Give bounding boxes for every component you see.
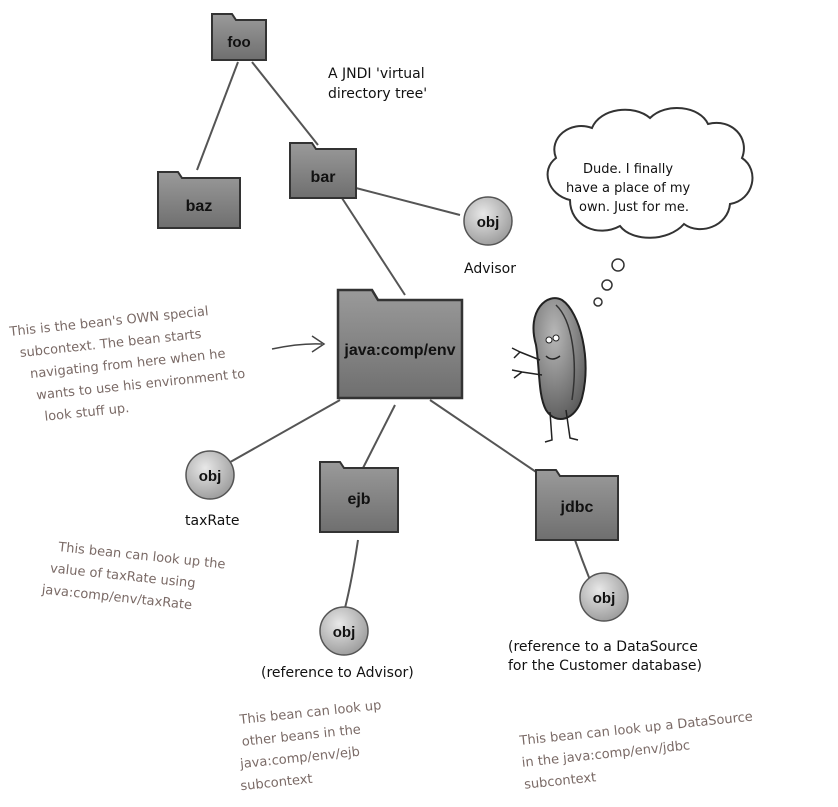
ejb-note-line1: This bean can look up [238, 698, 382, 728]
bean-body-icon [532, 297, 587, 421]
bean-arm-right [511, 369, 543, 379]
jdbc-ref-caption-line2: for the Customer database) [508, 658, 702, 674]
connector-foo-bar [251, 61, 319, 146]
bubble-line1: Dude. I finally [583, 162, 673, 177]
obj-taxrate[interactable]: obj [185, 450, 235, 500]
ejb-note-line3: java:comp/env/ejb [238, 745, 360, 773]
folder-jdbc[interactable]: jdbc [535, 469, 619, 541]
connector-env-ejb [362, 404, 396, 469]
taxrate-note: This bean can look up the value of taxRa… [40, 540, 226, 613]
title-note-line2: directory tree' [328, 86, 427, 102]
folder-baz-label: baz [186, 198, 213, 215]
ejb-note: This bean can look up other beans in the… [238, 698, 382, 794]
folder-bar-label: bar [311, 169, 336, 186]
ejb-ref-caption: (reference to Advisor) [261, 665, 414, 681]
jdbc-note: This bean can look up a DataSource in th… [518, 710, 754, 793]
tree-connectors [196, 61, 591, 609]
bean-leg-left [544, 411, 553, 443]
jdbc-ref-caption-line1: (reference to a DataSource [508, 639, 698, 655]
taxrate-caption: taxRate [185, 513, 239, 529]
folder-ejb-label: ejb [347, 491, 370, 508]
obj-jdbc-ref-label: obj [593, 590, 616, 607]
ejb-note-line4: subcontext [240, 772, 313, 794]
folder-foo-label: foo [227, 34, 250, 51]
bean-arm-left [511, 347, 541, 361]
advisor-caption: Advisor [464, 261, 516, 277]
connector-ejb-obj [344, 539, 359, 609]
env-note-arrow-icon [271, 335, 326, 353]
obj-taxrate-label: obj [199, 468, 222, 485]
bean-leg-right [565, 409, 579, 441]
folder-java-comp-env[interactable]: java:comp/env [336, 288, 464, 400]
folder-baz[interactable]: baz [157, 171, 241, 229]
folder-ejb[interactable]: ejb [319, 461, 399, 533]
connector-jdbc-obj [574, 539, 591, 581]
connector-bar-advisor [351, 186, 461, 216]
obj-jdbc-ref[interactable]: obj [579, 572, 629, 622]
bean-character [511, 297, 587, 443]
folder-jdbc-label: jdbc [560, 499, 594, 516]
connector-env-taxrate [224, 399, 341, 466]
env-note-line5: look stuff up. [44, 401, 130, 425]
bubble-line3: own. Just for me. [579, 200, 689, 215]
env-note: This is the bean's OWN special subcontex… [8, 304, 246, 425]
obj-advisor[interactable]: obj [463, 196, 513, 246]
bubble-line2: have a place of my [566, 181, 691, 196]
connector-env-jdbc [429, 399, 546, 479]
title-note-line1: A JNDI 'virtual [328, 66, 425, 82]
jdbc-note-line3: subcontext [523, 770, 596, 792]
folder-java-comp-env-label: java:comp/env [343, 342, 455, 359]
folder-bar[interactable]: bar [289, 142, 357, 199]
obj-ejb-ref[interactable]: obj [319, 606, 369, 656]
connector-foo-baz [196, 61, 239, 171]
connector-bar-env [339, 194, 406, 296]
folder-foo[interactable]: foo [211, 13, 267, 61]
obj-advisor-label: obj [477, 214, 500, 231]
bean-eye-icon [545, 336, 553, 344]
obj-ejb-ref-label: obj [333, 624, 356, 641]
speech-bubble: Dude. I finally have a place of my own. … [546, 106, 754, 307]
